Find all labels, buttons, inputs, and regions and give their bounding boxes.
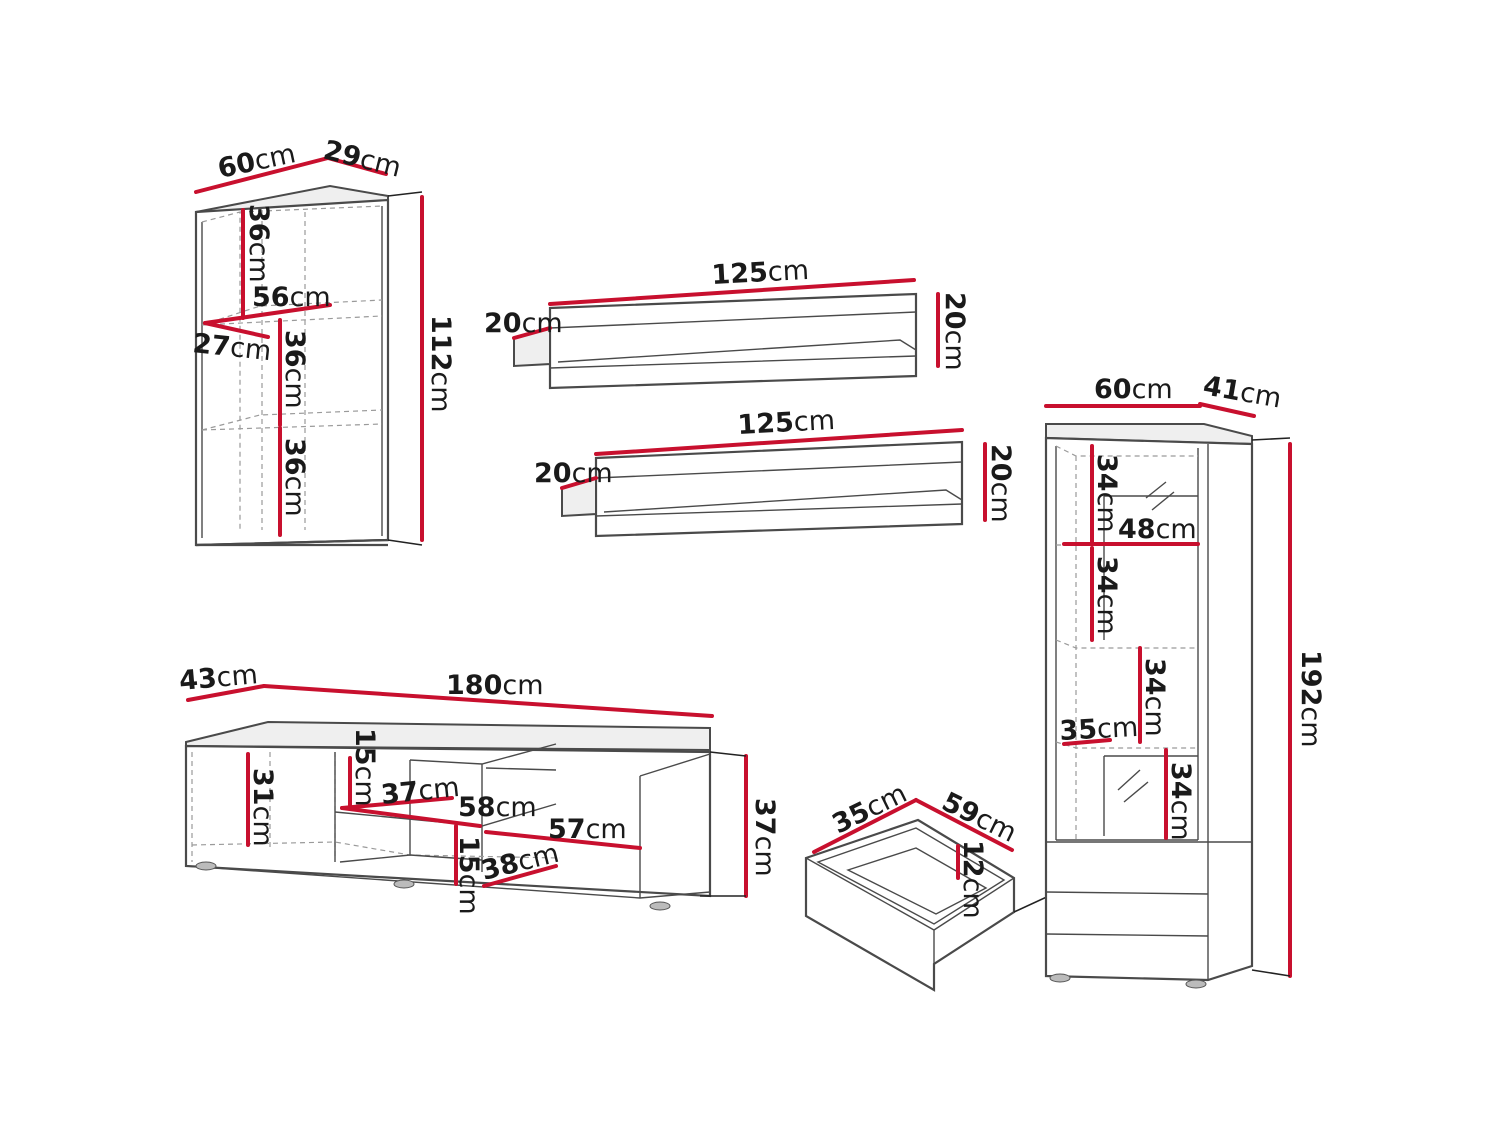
tv-stand-side-width-label: 57cm — [548, 814, 627, 845]
tv-stand-depth-label: 43cm — [178, 659, 259, 697]
tv-stand-niche-bottom-height-label: 15cm — [453, 836, 484, 915]
tv-stand-drawing — [184, 684, 748, 911]
vitrine-compartment-4-label: 34cm — [1165, 762, 1196, 841]
vitrine-drawing — [1044, 402, 1292, 989]
tv-stand-niche-top-height-label: 15cm — [349, 728, 380, 807]
bookcase-height-label: 112cm — [425, 315, 456, 413]
bookcase-shelf-width-label: 56cm — [252, 282, 331, 313]
vitrine-compartment-1-label: 34cm — [1091, 454, 1122, 533]
vitrine-compartment-2-label: 34cm — [1091, 556, 1122, 635]
drawer-drawing — [804, 798, 1115, 992]
shelf-lower-depth-label: 20cm — [534, 458, 613, 489]
vitrine-height-label: 192cm — [1295, 650, 1326, 748]
vitrine-width-label: 60cm — [1094, 374, 1173, 405]
bookcase-shelf-depth-label: 27cm — [191, 328, 273, 367]
vitrine-depth-label: 41cm — [1201, 370, 1284, 414]
shelf-upper-drawing — [512, 278, 940, 390]
bookcase-shelf-mid-label: 36cm — [279, 330, 310, 409]
vitrine-compartment-3-label: 34cm — [1139, 658, 1170, 737]
shelf-upper-height-label: 20cm — [939, 292, 970, 371]
tv-stand-height-label: 37cm — [749, 798, 780, 877]
shelf-lower-length-label: 125cm — [737, 405, 836, 441]
bookcase-width-label: 60cm — [215, 138, 298, 185]
shelf-upper-length-label: 125cm — [711, 255, 810, 291]
tv-stand-niche-top-depth-label: 37cm — [379, 772, 461, 811]
tv-stand-niche-width-label: 58cm — [458, 792, 537, 823]
drawer-height-label: 12cm — [957, 840, 988, 919]
bookcase-shelf-top-label: 36cm — [243, 204, 274, 283]
shelf-lower-height-label: 20cm — [985, 444, 1016, 523]
bookcase-drawing — [194, 156, 424, 547]
tv-stand-inner-height-label: 31cm — [247, 768, 278, 847]
shelf-upper-depth-label: 20cm — [484, 308, 563, 339]
tv-stand-width-label: 180cm — [446, 670, 544, 701]
vitrine-shelf-depth-label: 35cm — [1059, 712, 1139, 747]
shelf-lower-drawing — [560, 428, 987, 538]
bookcase-shelf-bot-label: 36cm — [279, 438, 310, 517]
bookcase-depth-label: 29cm — [320, 135, 404, 184]
vitrine-shelf-width-label: 48cm — [1118, 514, 1197, 545]
